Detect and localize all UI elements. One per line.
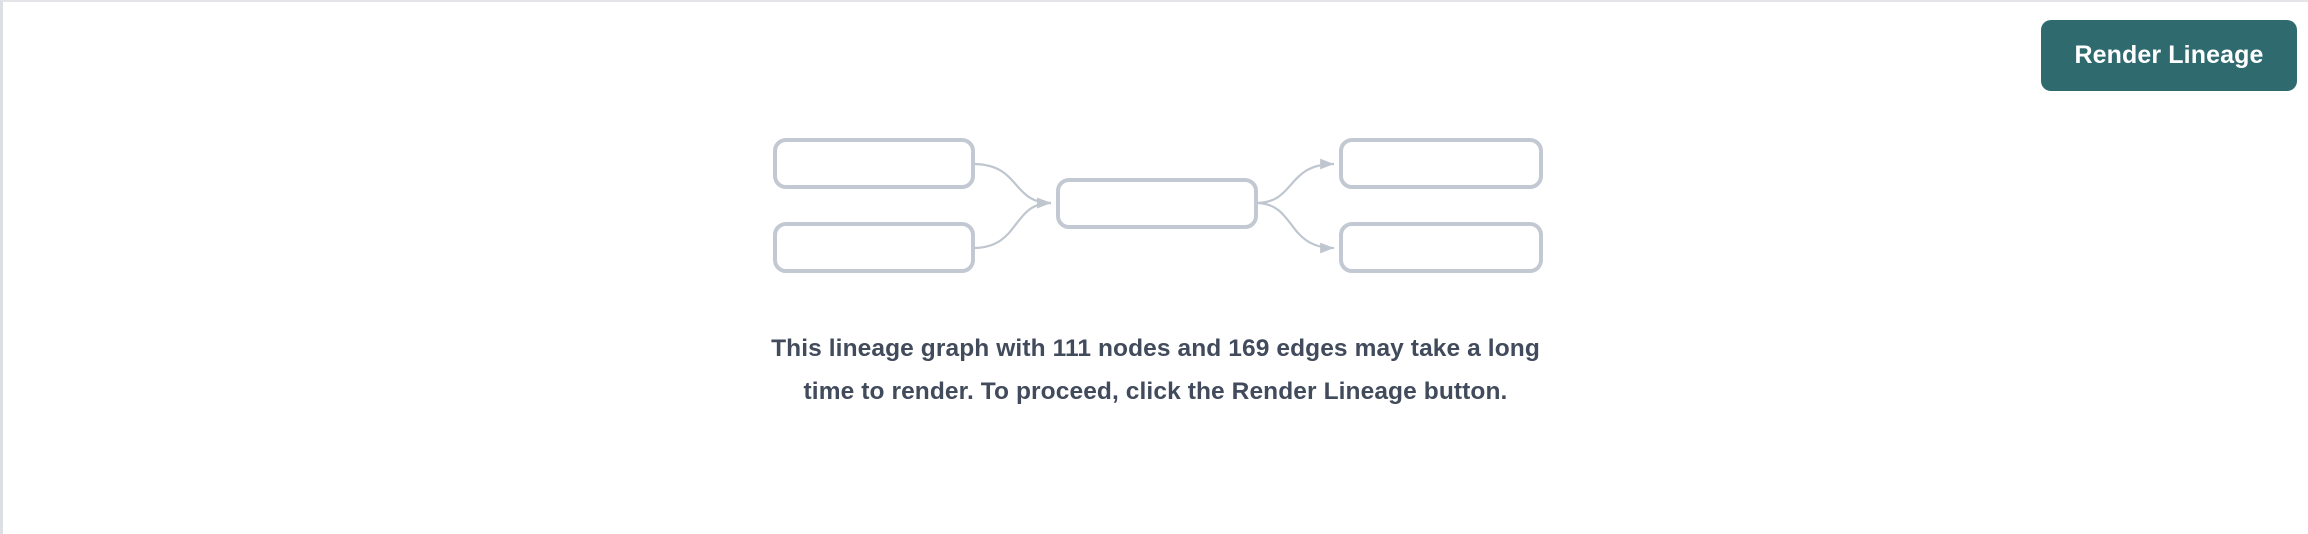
lineage-node-downstream-1 [1339, 138, 1543, 189]
lineage-node-upstream-1 [773, 138, 975, 189]
lineage-placeholder-graph [773, 138, 1543, 273]
lineage-node-upstream-2 [773, 222, 975, 273]
lineage-edge-focus-downstream2 [1255, 201, 1335, 254]
lineage-edge-focus-downstream1 [1255, 158, 1335, 205]
lineage-node-focus [1056, 178, 1258, 229]
lineage-node-downstream-2 [1339, 222, 1543, 273]
render-lineage-button[interactable]: Render Lineage [2041, 20, 2297, 91]
lineage-edge-upstream2-focus [972, 197, 1052, 250]
lineage-warning-message: This lineage graph with 111 nodes and 16… [771, 335, 1540, 405]
lineage-node-group [773, 138, 1543, 273]
lineage-edge-upstream1-focus [972, 162, 1052, 209]
lineage-edge-group [972, 158, 1335, 254]
